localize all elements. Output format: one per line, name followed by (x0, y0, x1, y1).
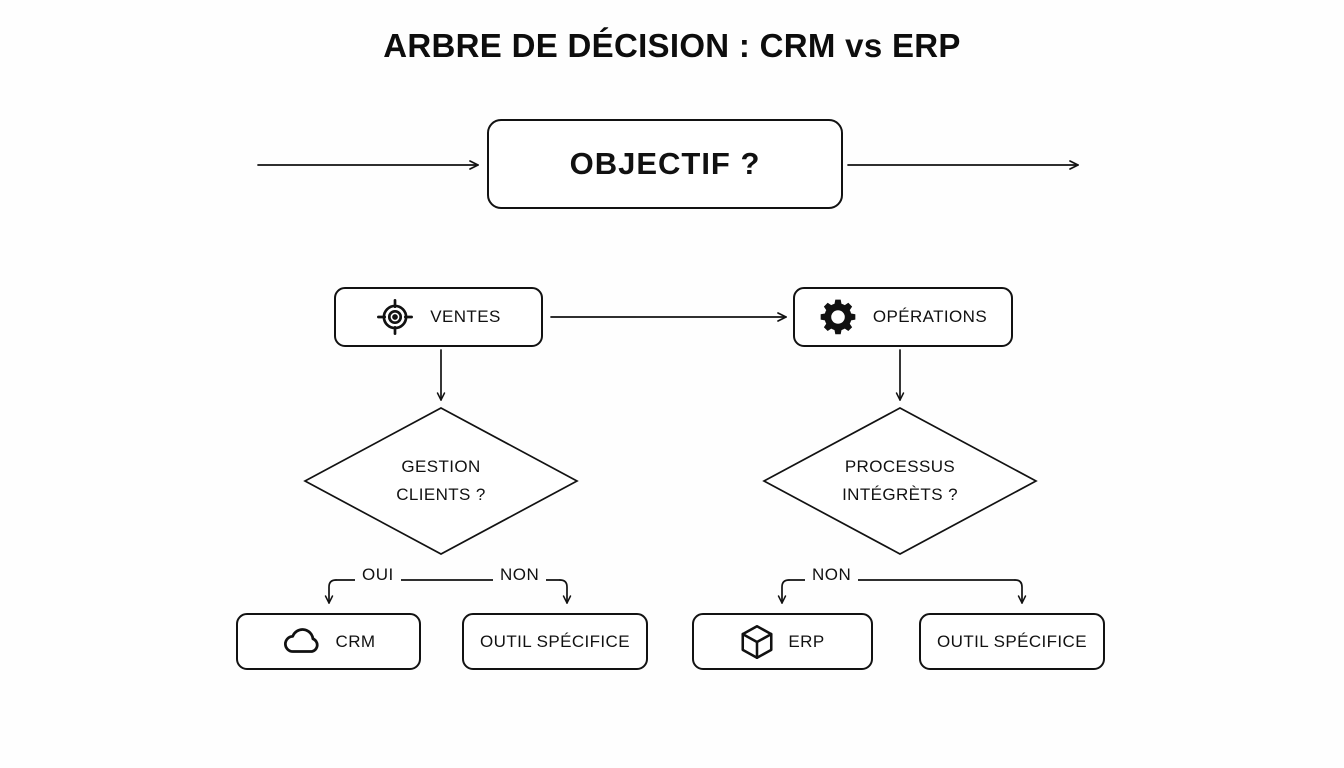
node-objectif-label: OBJECTIF ? (569, 146, 761, 181)
edge-label-left-no: NON (493, 566, 547, 583)
node-operations-label: OPÉRATIONS (872, 307, 988, 326)
node-outil-specifique-left-label: OUTIL SPÉCIFICE (480, 631, 630, 651)
node-outil-specifique-left[interactable]: OUTIL SPÉCIFICE (462, 613, 648, 670)
decision-right-line1: PROCESSUS (844, 457, 956, 477)
node-crm-label: CRM (335, 631, 376, 651)
node-erp[interactable]: ERP (692, 613, 873, 670)
decision-left-line1: GESTION (401, 457, 481, 477)
node-ventes[interactable]: VENTES (334, 287, 543, 347)
node-erp-label: ERP (788, 631, 825, 651)
decision-left-text: GESTION CLIENTS ? (305, 408, 577, 554)
edge-left-branch-drop-no (559, 579, 572, 604)
decision-left-line2: CLIENTS ? (396, 485, 486, 504)
node-outil-specifique-right-label: OUTIL SPÉCIFICE (937, 631, 1087, 651)
cube-icon (740, 624, 774, 660)
cloud-icon (282, 626, 322, 657)
decision-right-text: PROCESSUS INTÉGRÈTS ? (764, 408, 1036, 554)
node-outil-specifique-right[interactable]: OUTIL SPÉCIFICE (919, 613, 1105, 670)
node-ventes-label: VENTES (430, 307, 501, 326)
decision-right[interactable]: PROCESSUS INTÉGRÈTS ? (764, 408, 1036, 554)
target-icon (376, 298, 414, 336)
edge-right-branch-drop-no (777, 579, 790, 604)
node-crm[interactable]: CRM (236, 613, 421, 670)
edge-left-branch-drop-yes (324, 579, 337, 604)
edge-label-right-no: NON (805, 566, 859, 583)
decision-right-line2: INTÉGRÈTS ? (842, 485, 958, 504)
node-operations[interactable]: OPÉRATIONS (793, 287, 1013, 347)
edge-label-left-yes: OUI (355, 566, 401, 583)
gear-icon (819, 298, 857, 336)
edge-right-branch-drop-other (1014, 579, 1027, 604)
decision-left[interactable]: GESTION CLIENTS ? (305, 408, 577, 554)
node-objectif[interactable]: OBJECTIF ? (487, 119, 843, 209)
page-title: ARBRE DE DÉCISION : CRM vs ERP (383, 27, 961, 64)
